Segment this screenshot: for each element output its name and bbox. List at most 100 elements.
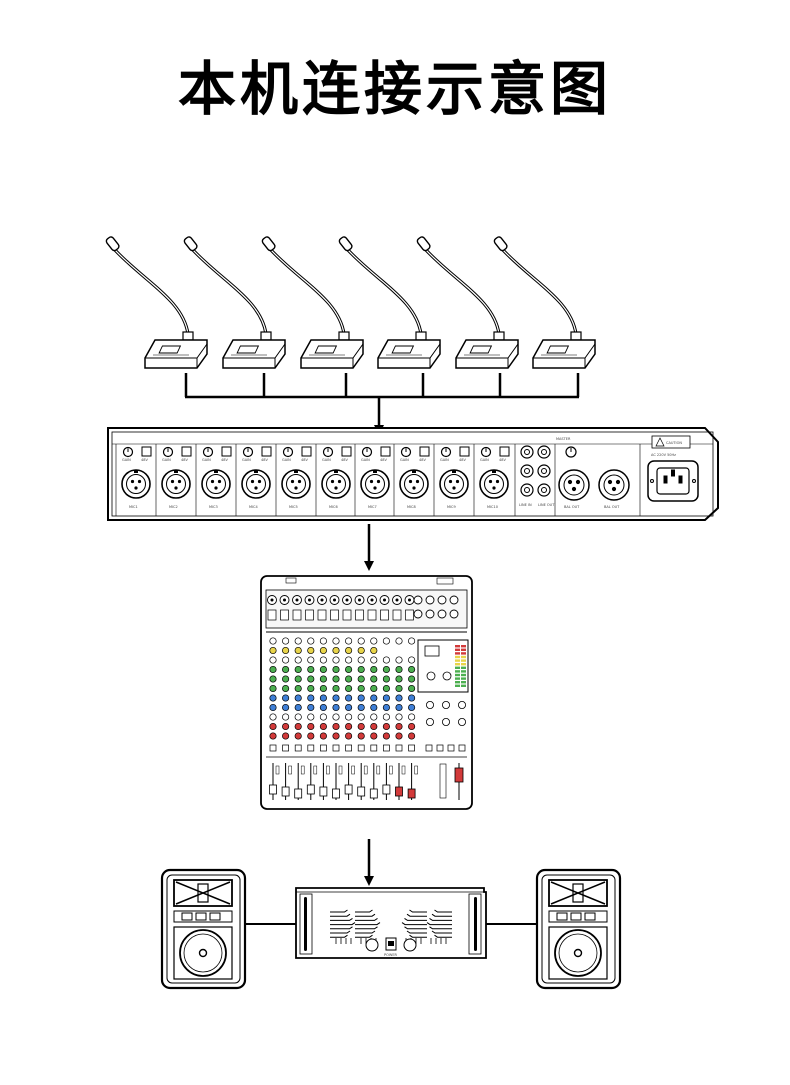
mixer-knob: [332, 637, 340, 645]
mixer-knob: [395, 703, 403, 712]
mixer-knob: [294, 656, 302, 664]
channel-fader: [306, 763, 318, 800]
mixer-knob: [307, 703, 315, 712]
mixer-knob: [357, 694, 365, 702]
mixer-knob: [282, 646, 290, 655]
mixer-knob: [395, 637, 403, 645]
mixer-knob: [357, 665, 365, 674]
mixer-knob: [345, 675, 353, 683]
xlr-input-channel: GAIN 48V MIC7: [354, 444, 391, 516]
mixer-knob: [307, 637, 315, 645]
xlr-input-channel: GAIN 48V MIC6: [315, 444, 352, 516]
bal-out-label-1: BAL OUT: [564, 505, 580, 509]
mixer-knob: [395, 722, 403, 731]
mixer-knob: [269, 732, 277, 740]
mixer-knob: [357, 703, 365, 712]
loudspeakers: [160, 868, 622, 990]
mixer-knob: [357, 646, 365, 655]
phantom-power-label: 48V: [261, 458, 268, 462]
left-speaker: [160, 868, 247, 990]
phantom-power-label: 48V: [380, 458, 387, 462]
mixer-knob: [269, 675, 277, 683]
mixer-knob: [408, 713, 416, 721]
page-title: 本机连接示意图: [177, 55, 612, 123]
mixer-knob: [382, 722, 390, 731]
mixer-knob: [307, 646, 315, 655]
mixer-knob: [282, 675, 290, 683]
mixer-knob: [395, 732, 403, 740]
mixer-knob: [294, 713, 302, 721]
gain-label: GAIN: [242, 458, 251, 462]
mixer-knob: [319, 703, 327, 712]
mic-capsule-icon: [338, 236, 353, 252]
mixer-knob: [269, 646, 277, 655]
mixer-knob: [307, 713, 315, 721]
mixer-knob: [382, 713, 390, 721]
rca-jacks: [520, 445, 577, 497]
bal-out-label-2: BAL OUT: [604, 505, 620, 509]
mixer-knob: [319, 656, 327, 664]
mixer-knob: [269, 656, 277, 664]
mixer-knob: [282, 694, 290, 702]
conference-microphone: [183, 236, 286, 369]
power-amplifier: POWER: [295, 887, 487, 959]
mic-capsule-icon: [105, 236, 120, 252]
mixer-knob: [269, 637, 277, 645]
audio-mixer: [260, 575, 473, 810]
mixer-knob: [307, 722, 315, 731]
mixer-knob: [269, 684, 277, 693]
mixer-knob: [294, 684, 302, 693]
mixer-knob: [282, 684, 290, 693]
mixer-knob: [370, 694, 378, 702]
mixer-knob: [269, 665, 277, 674]
conference-microphone: [416, 236, 519, 369]
mixer-knob: [382, 694, 390, 702]
gain-label: GAIN: [322, 458, 331, 462]
mixer-knob: [345, 703, 353, 712]
conference-microphone: [493, 236, 596, 369]
mixer-knob: [307, 732, 315, 740]
mixer-knob: [345, 694, 353, 702]
phantom-power-label: 48V: [341, 458, 348, 462]
mic-input-label: MIC3: [209, 505, 218, 509]
phantom-power-label: 48V: [301, 458, 308, 462]
channel-fader: [332, 763, 343, 800]
gain-label: GAIN: [361, 458, 370, 462]
mixer-knob: [282, 656, 290, 664]
mixer-knob: [294, 703, 302, 712]
mixer-knob: [357, 722, 365, 731]
mixer-knob: [395, 694, 403, 702]
mixer-knob: [269, 722, 277, 731]
mixer-knob: [282, 732, 290, 740]
mixer-knob: [319, 646, 327, 655]
mic-input-label: MIC6: [329, 505, 338, 509]
mixer-knob: [408, 665, 416, 674]
mixer-knob: [282, 722, 290, 731]
channel-fader: [294, 763, 305, 800]
mixer-knob: [408, 703, 416, 712]
mixer-knob: [370, 703, 378, 712]
channel-fader: [357, 763, 368, 800]
balanced-outputs: [558, 469, 630, 501]
mixer-knob: [294, 637, 302, 645]
warning-label-plate: [651, 435, 691, 449]
mixer-knob: [395, 665, 403, 674]
mic-input-label: MIC7: [368, 505, 377, 509]
line-out-label: LINE OUT: [538, 503, 555, 507]
mixer-knob: [370, 713, 378, 721]
phantom-power-label: 48V: [141, 458, 148, 462]
mixer-knob: [332, 694, 340, 702]
phantom-power-label: 48V: [221, 458, 228, 462]
gain-label: GAIN: [202, 458, 211, 462]
mixer-knob: [294, 675, 302, 683]
mixer-knob: [332, 656, 340, 664]
mixer-knob: [319, 732, 327, 740]
microphone-bus-cable: [184, 373, 580, 399]
power-inlet-icon: [647, 460, 699, 502]
gain-label: GAIN: [480, 458, 489, 462]
